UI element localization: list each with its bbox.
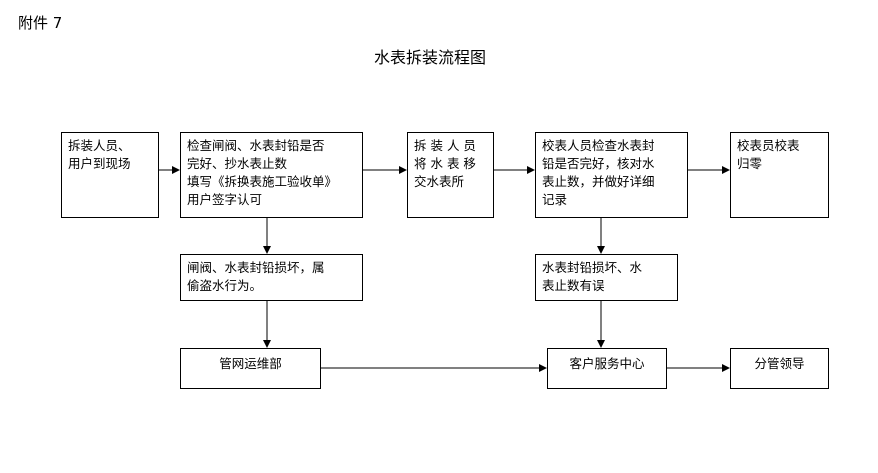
box-supervising-leader: 分管领导 xyxy=(730,348,829,389)
box-line: 校表人员检查水表封 xyxy=(542,138,655,153)
box-installers-arrive: 拆装人员、 用户到现场 xyxy=(61,132,159,218)
box-valve-damaged: 闸阀、水表封铅损坏，属 偷盗水行为。 xyxy=(180,254,363,301)
box-line: 记录 xyxy=(542,192,568,207)
box-line: 填写《拆换表施工验收单》 xyxy=(187,174,338,189)
box-line: 表止数有误 xyxy=(542,278,605,293)
box-line: 检查闸阀、水表封铅是否 xyxy=(187,138,325,153)
box-calibrator-check: 校表人员检查水表封 铅是否完好，核对水 表止数，并做好详细 记录 xyxy=(535,132,688,218)
box-line: 用户签字认可 xyxy=(187,192,263,207)
box-line: 客户服务中心 xyxy=(569,356,645,371)
box-line: 交水表所 xyxy=(414,174,465,189)
box-inspect-valve: 检查闸阀、水表封铅是否 完好、抄水表止数 填写《拆换表施工验收单》 用户签字认可 xyxy=(180,132,363,218)
box-calibrator-reset: 校表员校表 归零 xyxy=(730,132,829,218)
box-line: 将 水 表 移 xyxy=(414,156,476,171)
box-customer-service: 客户服务中心 xyxy=(547,348,667,389)
diagram-title: 水表拆装流程图 xyxy=(374,48,487,67)
box-line: 管网运维部 xyxy=(219,356,282,371)
box-line: 拆装人员、 xyxy=(68,138,131,153)
box-line: 分管领导 xyxy=(754,356,805,371)
box-line: 拆 装 人 员 xyxy=(414,138,476,153)
box-line: 校表员校表 xyxy=(737,138,800,153)
box-line: 闸阀、水表封铅损坏，属 xyxy=(187,260,325,275)
box-line: 铅是否完好，核对水 xyxy=(542,156,655,171)
attachment-label: 附件 7 xyxy=(18,14,63,32)
box-line: 用户到现场 xyxy=(68,156,131,171)
box-line: 归零 xyxy=(737,156,763,171)
box-installers-move: 拆 装 人 员 将 水 表 移 交水表所 xyxy=(407,132,494,218)
box-pipe-network-dept: 管网运维部 xyxy=(180,348,321,389)
box-line: 偷盗水行为。 xyxy=(187,278,263,293)
box-line: 水表封铅损坏、水 xyxy=(542,260,643,275)
box-seal-error: 水表封铅损坏、水 表止数有误 xyxy=(535,254,678,301)
box-line: 表止数，并做好详细 xyxy=(542,174,655,189)
box-line: 完好、抄水表止数 xyxy=(187,156,288,171)
